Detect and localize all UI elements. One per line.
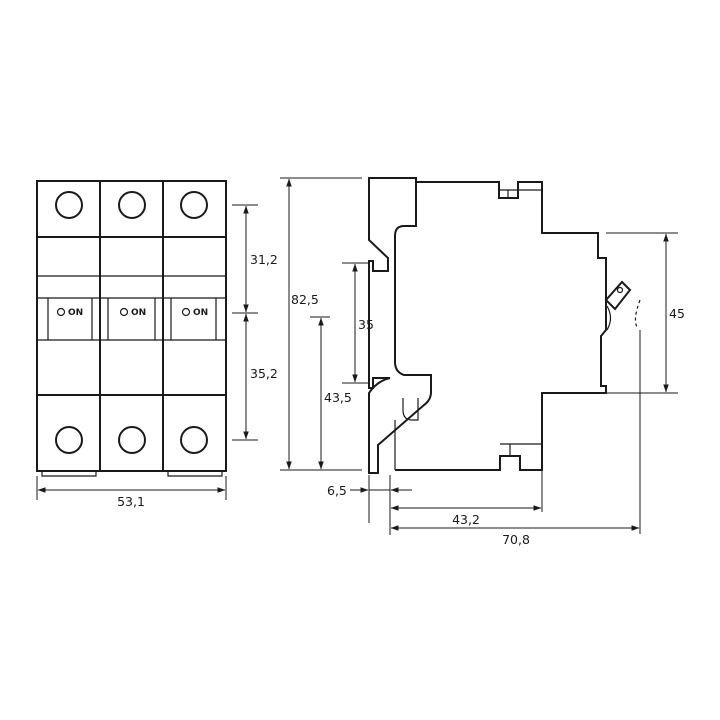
pole-3-label: ON [193, 308, 208, 318]
mounting-foot [41, 471, 97, 477]
total-height-label: 82,5 [291, 292, 319, 307]
rail-depth-label: 6,5 [327, 483, 347, 498]
pole-2-label: ON [131, 308, 146, 318]
toggle-height-label: 45 [669, 306, 685, 321]
side-housing-outline [368, 177, 432, 474]
toggle-lever [604, 280, 641, 331]
body-depth-label: 43,2 [452, 512, 480, 527]
rail-clip [402, 398, 419, 421]
status-indicator-icon [56, 307, 66, 317]
terminal-screw-icon [118, 191, 146, 219]
pole-1-label: ON [68, 308, 83, 318]
side-view [368, 177, 641, 474]
front-dimensions: 53,1 31,2 35,2 [36, 204, 278, 509]
terminal-screw-icon [180, 191, 208, 219]
terminal-screw-icon [118, 426, 146, 454]
total-depth-label: 70,8 [502, 532, 530, 547]
front-width-label: 53,1 [117, 494, 145, 509]
rail-offset-height-label: 43,5 [324, 390, 352, 405]
terminal-screw-icon [55, 191, 83, 219]
front-upper-height-label: 31,2 [250, 252, 278, 267]
terminal-screw-icon [55, 426, 83, 454]
side-dimensions: 82,5 35 43,5 45 6,5 43,2 70,8 [280, 177, 685, 547]
terminal-screw-icon [180, 426, 208, 454]
front-view: ON ON ON [36, 180, 227, 477]
status-indicator-icon [119, 307, 129, 317]
mounting-foot [167, 471, 223, 477]
front-lower-height-label: 35,2 [250, 366, 278, 381]
status-indicator-icon [181, 307, 191, 317]
front-housing-outline [36, 180, 227, 472]
rail-height-label: 35 [358, 317, 374, 332]
side-body-outline [395, 181, 607, 471]
